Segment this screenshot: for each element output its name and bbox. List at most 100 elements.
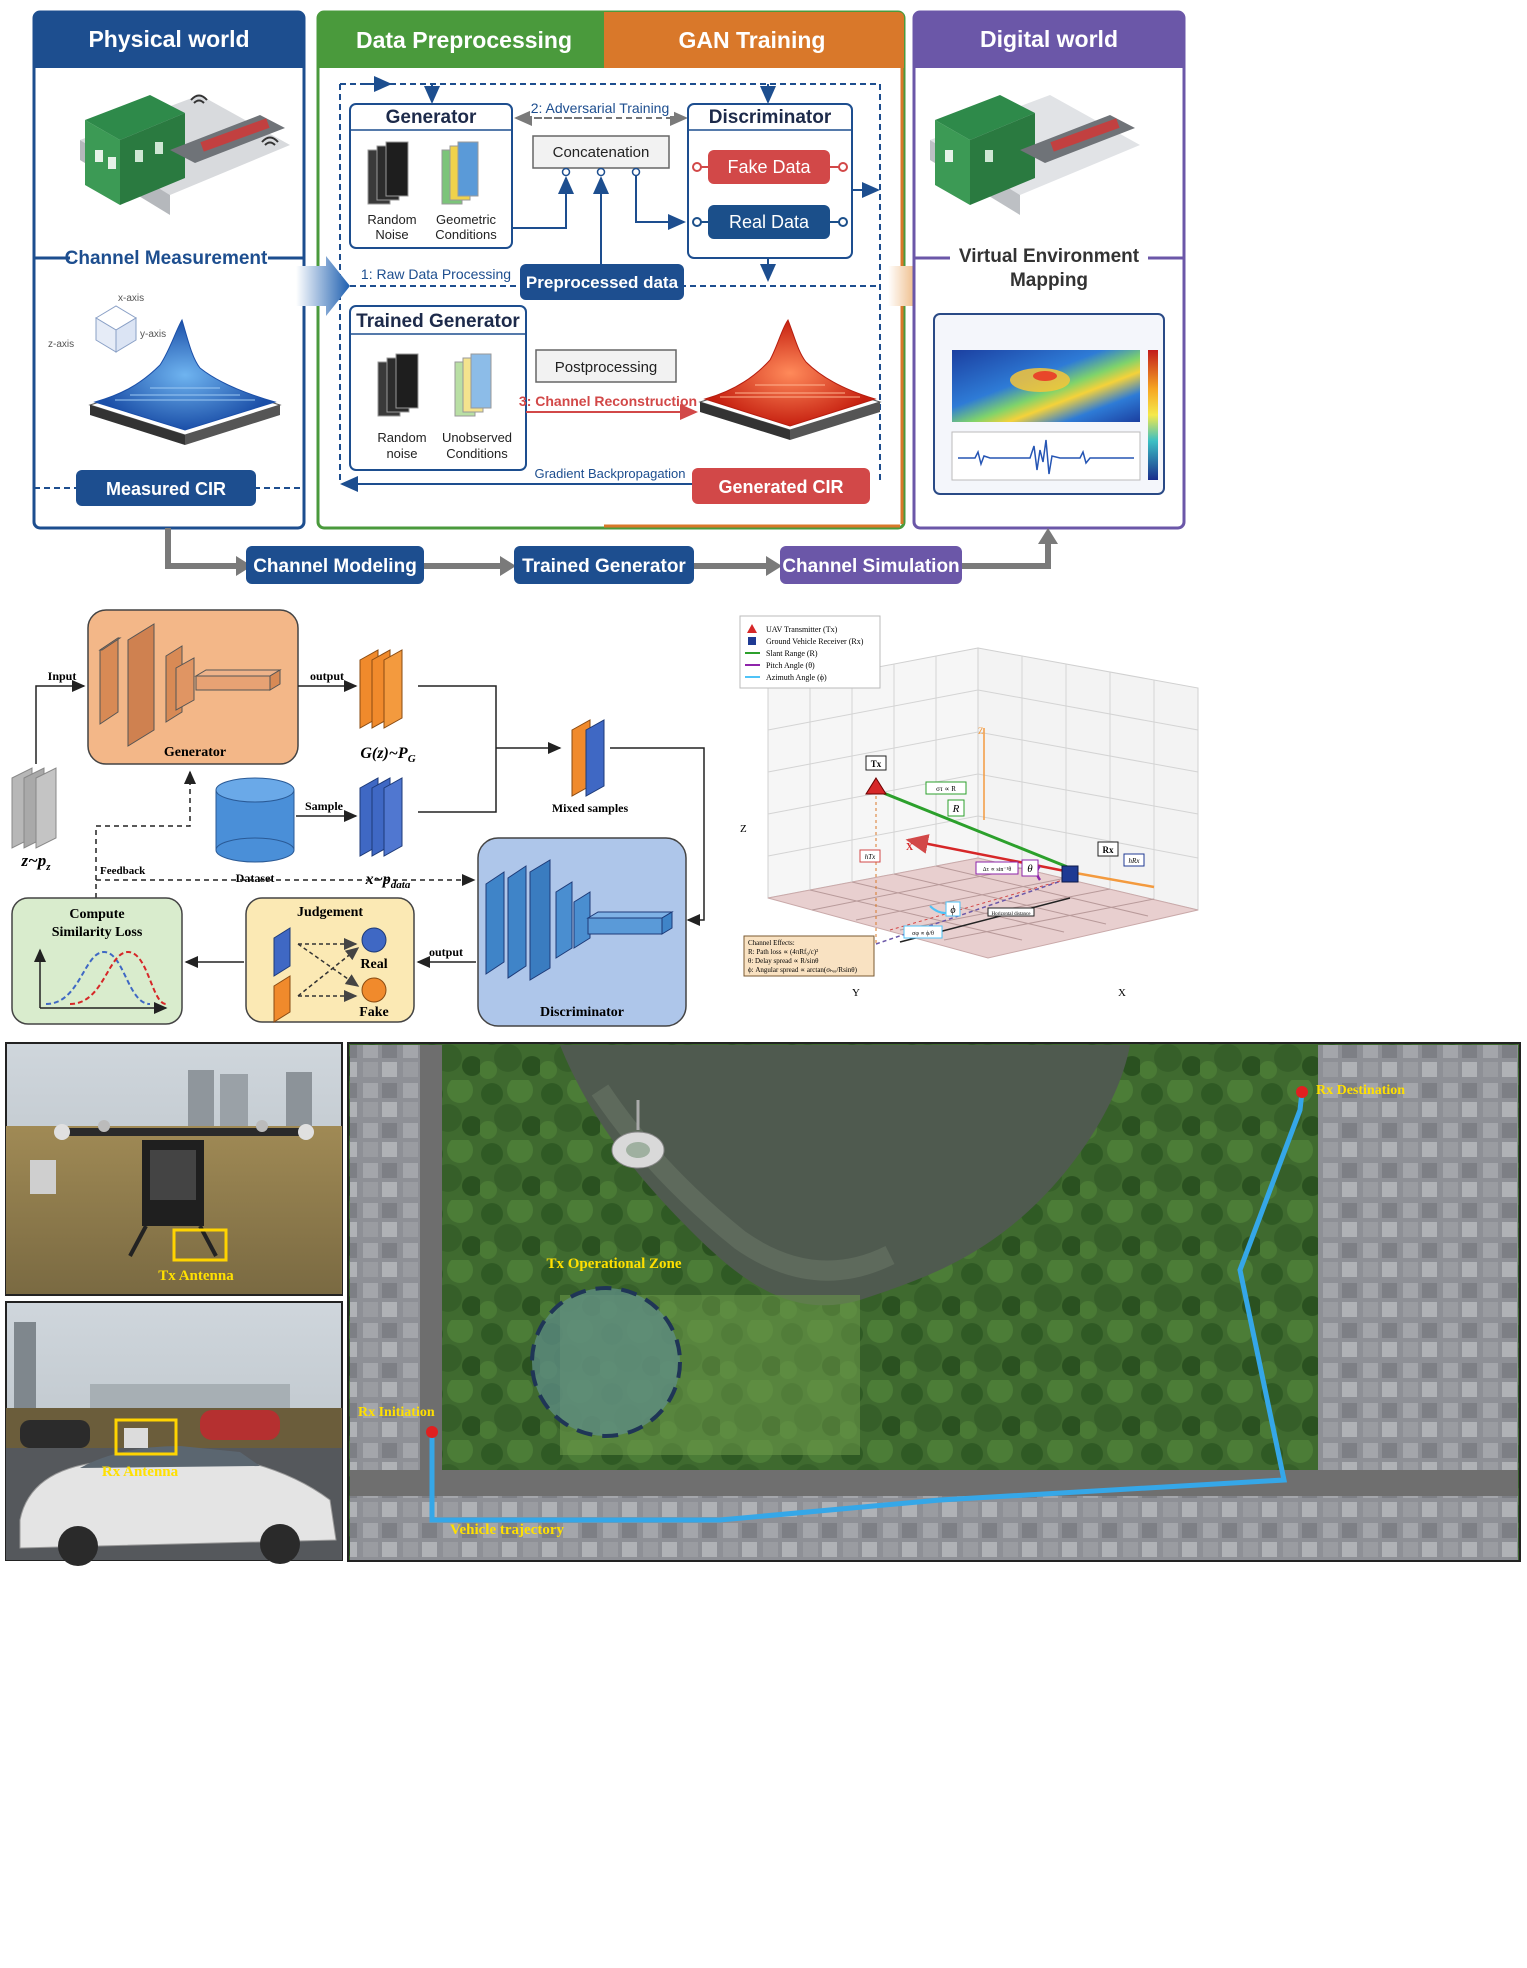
- channel-effect-angular-spread: ϕ: Angular spread ∝ arctan(σₕₒᵣ/Rsinθ): [748, 966, 858, 974]
- z-noise-stack: [11, 767, 57, 849]
- slant-range-line: [875, 788, 1071, 870]
- fake-circle-icon: [361, 977, 387, 1003]
- channel-simulation-box: [780, 546, 962, 584]
- judgement-arrow-fake-real: [297, 947, 360, 997]
- local-x-label: X: [906, 842, 914, 853]
- generator-box: [349, 103, 513, 249]
- geometry-3d-panel: UAV Transmitter (Tx) Ground Vehicle Rece…: [712, 604, 1510, 1016]
- real-circle-icon: [361, 927, 387, 953]
- postprocessing-label: Postprocessing: [555, 359, 658, 376]
- feedback-to-generator-arrow: [95, 770, 196, 898]
- generated-cir-box: [692, 468, 870, 504]
- virtual-environment-mapping-label-2: Mapping: [1010, 270, 1088, 291]
- random-noise-label-1: Random: [367, 212, 416, 227]
- flow-arrowhead-1: [236, 556, 252, 576]
- physical-world-header-bg: [34, 12, 304, 68]
- delta-theta-box: [975, 861, 1019, 875]
- discriminator-network-icon: [485, 859, 674, 981]
- h-rx-box: [1123, 853, 1145, 867]
- random-noise-label-2: Noise: [375, 227, 408, 242]
- discriminator-title: Discriminator: [709, 107, 832, 128]
- preprocessed-data-box: [520, 264, 684, 300]
- trained-generator-flow-box: [514, 546, 694, 584]
- wall-grid: [767, 656, 1199, 899]
- generator-output-label: output: [310, 669, 344, 683]
- channel-modeling-box: [246, 546, 424, 584]
- real-label: Real: [360, 957, 387, 972]
- concat-port-3: [631, 167, 641, 177]
- tx-antenna-highlight: [172, 1228, 228, 1262]
- heatmap-plot: [952, 350, 1158, 480]
- compute-similarity-loss-label-1: Compute: [69, 907, 124, 922]
- flow-arrowhead-2: [500, 556, 516, 576]
- merge-bracket: [418, 685, 497, 813]
- flow-arrowhead-end: [1038, 528, 1058, 544]
- parked-dark-car: [20, 1420, 90, 1448]
- z-axis-label: z-axis: [48, 339, 74, 350]
- fake-data-port-left: [692, 162, 702, 172]
- fake-data-label: Fake Data: [727, 157, 811, 177]
- railway-station-illustration: [80, 94, 290, 215]
- gan-framework-section: Data Preprocessing GAN Training Generato…: [316, 10, 906, 530]
- legend-label-rx: Ground Vehicle Receiver (Rx): [766, 637, 864, 646]
- channel-simulation-label: Channel Simulation: [782, 556, 959, 577]
- generator-title: Generator: [386, 107, 477, 128]
- tx-operational-zone: [530, 1286, 682, 1438]
- feedback-label: Feedback: [100, 865, 146, 877]
- geometric-conditions-label-2: Conditions: [435, 227, 497, 242]
- local-x-axis-ext: [1069, 870, 1155, 889]
- local-z-label: Z: [978, 726, 984, 736]
- gan-discriminator-label: Discriminator: [540, 1005, 624, 1020]
- trained-random-noise-label-1: Random: [377, 430, 426, 445]
- input-arrow: [35, 680, 86, 764]
- random-noise-icon: [367, 141, 409, 205]
- x-label-sub: data: [391, 879, 411, 891]
- input-label: Input: [48, 669, 77, 683]
- gan-generator-label: Generator: [164, 745, 226, 760]
- bottom-flow: Channel Modeling Trained Generator Chann…: [165, 528, 1058, 584]
- rx-antenna-label: Rx Antenna: [102, 1464, 179, 1480]
- trained-random-noise-icon: [377, 353, 419, 417]
- fake-data-box: [708, 150, 830, 184]
- horizontal-projection-line: [875, 877, 1071, 945]
- floor-grid: [809, 865, 1155, 941]
- tx-triangle-marker: [865, 777, 887, 795]
- unobserved-conditions-icon: [454, 353, 492, 417]
- raw-data-label-bg: [358, 264, 514, 284]
- flow-line-start: [165, 528, 244, 569]
- real-samples-stack: [359, 777, 403, 857]
- local-x-axis: [905, 834, 1071, 874]
- channel-effects-title: Channel Effects:: [748, 939, 795, 947]
- gan-training-header-bg: [604, 12, 904, 68]
- judgement-label: Judgement: [297, 905, 363, 920]
- drone-illustration: [30, 1120, 314, 1257]
- judgement-arrow-real-fake: [297, 943, 360, 987]
- mixed-samples-label: Mixed samples: [552, 801, 629, 815]
- rx-label-box: [1097, 841, 1119, 857]
- gan-schematic-panel: z~pz Input Generator output G(z)~PG: [11, 609, 705, 1027]
- adversarial-training-label: 2: Adversarial Training: [531, 100, 670, 116]
- rx-destination-label: Rx Destination: [1316, 1083, 1405, 1098]
- legend-label-pitch: Pitch Angle (θ): [766, 661, 815, 670]
- tx-label: Tx: [871, 759, 882, 769]
- judgement-real-sample-icon: [273, 927, 291, 977]
- legend-label-azimuth: Azimuth Angle (ϕ): [766, 673, 827, 682]
- channel-reconstruction-label: 3: Channel Reconstruction: [519, 393, 697, 409]
- geometric-conditions-icon: [441, 141, 479, 205]
- tx-photo-building-3: [286, 1072, 312, 1130]
- unobserved-conditions-label-1: Unobserved: [442, 430, 512, 445]
- concat-port-2: [596, 167, 606, 177]
- generator-network-icon: [98, 623, 282, 747]
- rx-car-illustration: [19, 1428, 337, 1566]
- bottom-buildings: [350, 1496, 1518, 1560]
- h-rx-label: hRx: [1129, 857, 1141, 865]
- outer-dashed-loop-top: [340, 83, 881, 484]
- x-axis-label: x-axis: [118, 293, 144, 304]
- measured-cir-surface-plot: [88, 318, 282, 445]
- compute-similarity-loss-label-2: Similarity Loss: [52, 925, 143, 940]
- channel-modeling-label: Channel Modeling: [253, 556, 417, 577]
- g-label-main: G(z)~P: [360, 745, 408, 762]
- channel-effects-box: [743, 935, 875, 977]
- gan-training-header: GAN Training: [679, 27, 826, 53]
